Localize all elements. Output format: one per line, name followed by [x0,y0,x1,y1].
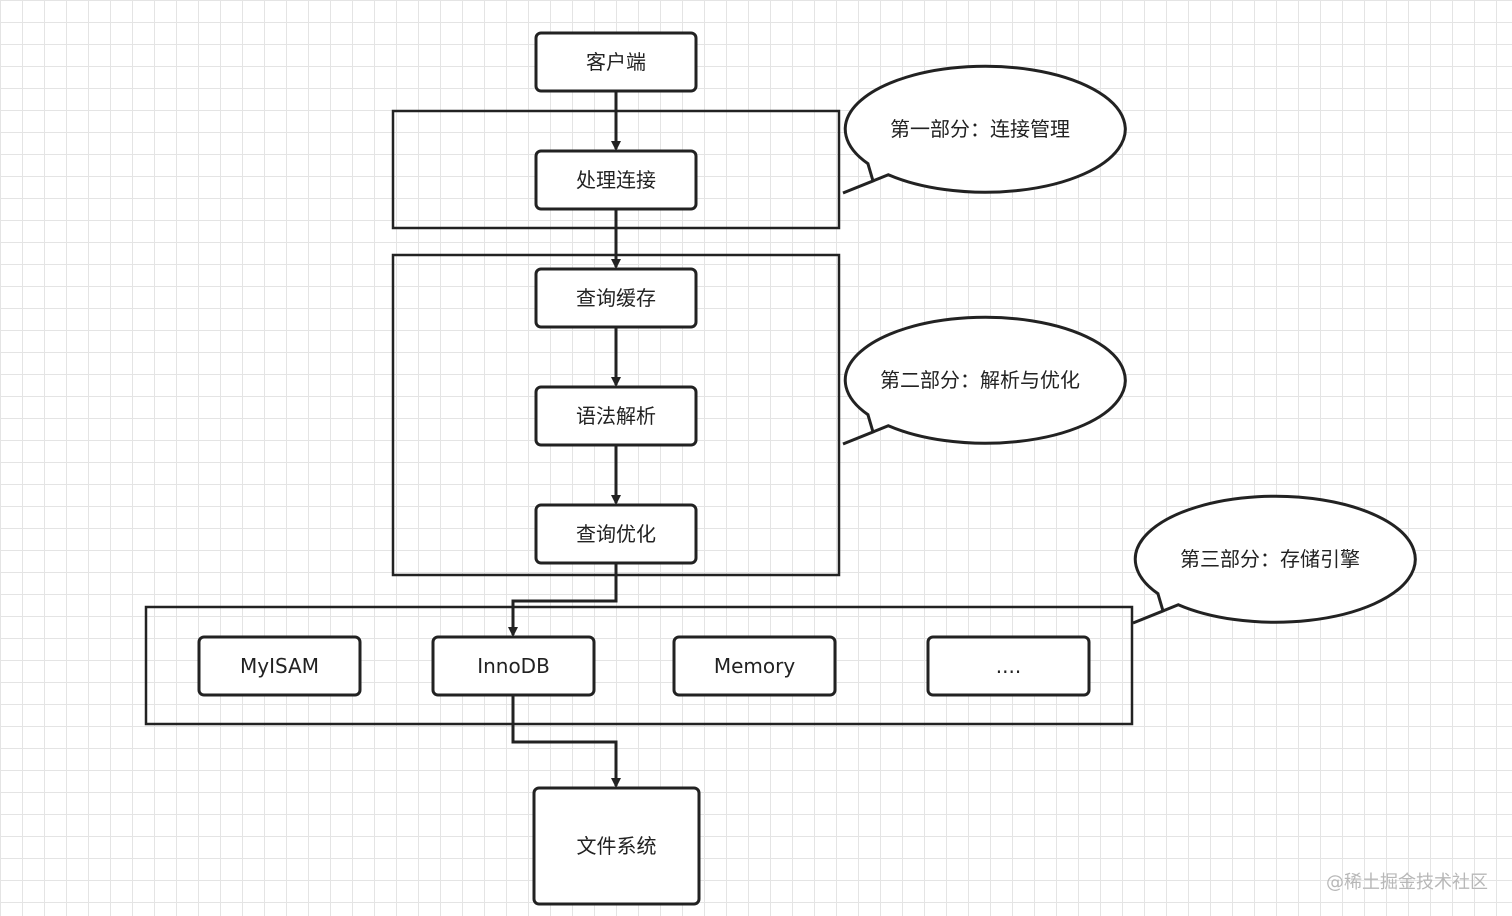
node-engine-memory: Memory [672,635,837,697]
node-query-cache: 查询缓存 [534,267,698,329]
callout-part-two-label: 第二部分：解析与优化 [880,368,1080,392]
node-connection-handling-label: 处理连接 [576,168,656,192]
node-syntax-parsing: 语法解析 [534,385,698,447]
node-engine-innodb: InnoDB [431,635,596,697]
node-engine-myisam-label: MyISAM [240,654,319,678]
node-engine-myisam: MyISAM [197,635,362,697]
edges [508,91,621,788]
node-client: 客户端 [534,31,698,93]
node-query-cache-label: 查询缓存 [576,286,656,310]
node-connection-handling: 处理连接 [534,149,698,211]
node-client-label: 客户端 [586,50,646,74]
node-syntax-parsing-label: 语法解析 [576,404,656,428]
node-engine-innodb-label: InnoDB [477,654,550,678]
callout-part-three: 第三部分：存储引擎 [1132,494,1417,625]
node-file-system: 文件系统 [532,786,701,906]
node-query-optimization-label: 查询优化 [576,522,656,546]
node-file-system-label: 文件系统 [577,834,657,858]
node-engine-more-label: .... [996,654,1021,678]
callout-part-two: 第二部分：解析与优化 [842,315,1127,446]
callout-part-one-label: 第一部分：连接管理 [890,117,1070,141]
watermark: @稀土掘金技术社区 [1326,872,1488,893]
node-engine-more: .... [926,635,1091,697]
callout-part-three-label: 第三部分：存储引擎 [1180,547,1360,571]
callout-part-one: 第一部分：连接管理 [842,64,1127,195]
edge-optimization-to-innodb [508,563,618,637]
node-engine-memory-label: Memory [714,654,796,678]
storage-engine-group [144,605,1134,726]
node-query-optimization: 查询优化 [534,503,698,565]
edge-innodb-to-filesystem [511,695,621,788]
